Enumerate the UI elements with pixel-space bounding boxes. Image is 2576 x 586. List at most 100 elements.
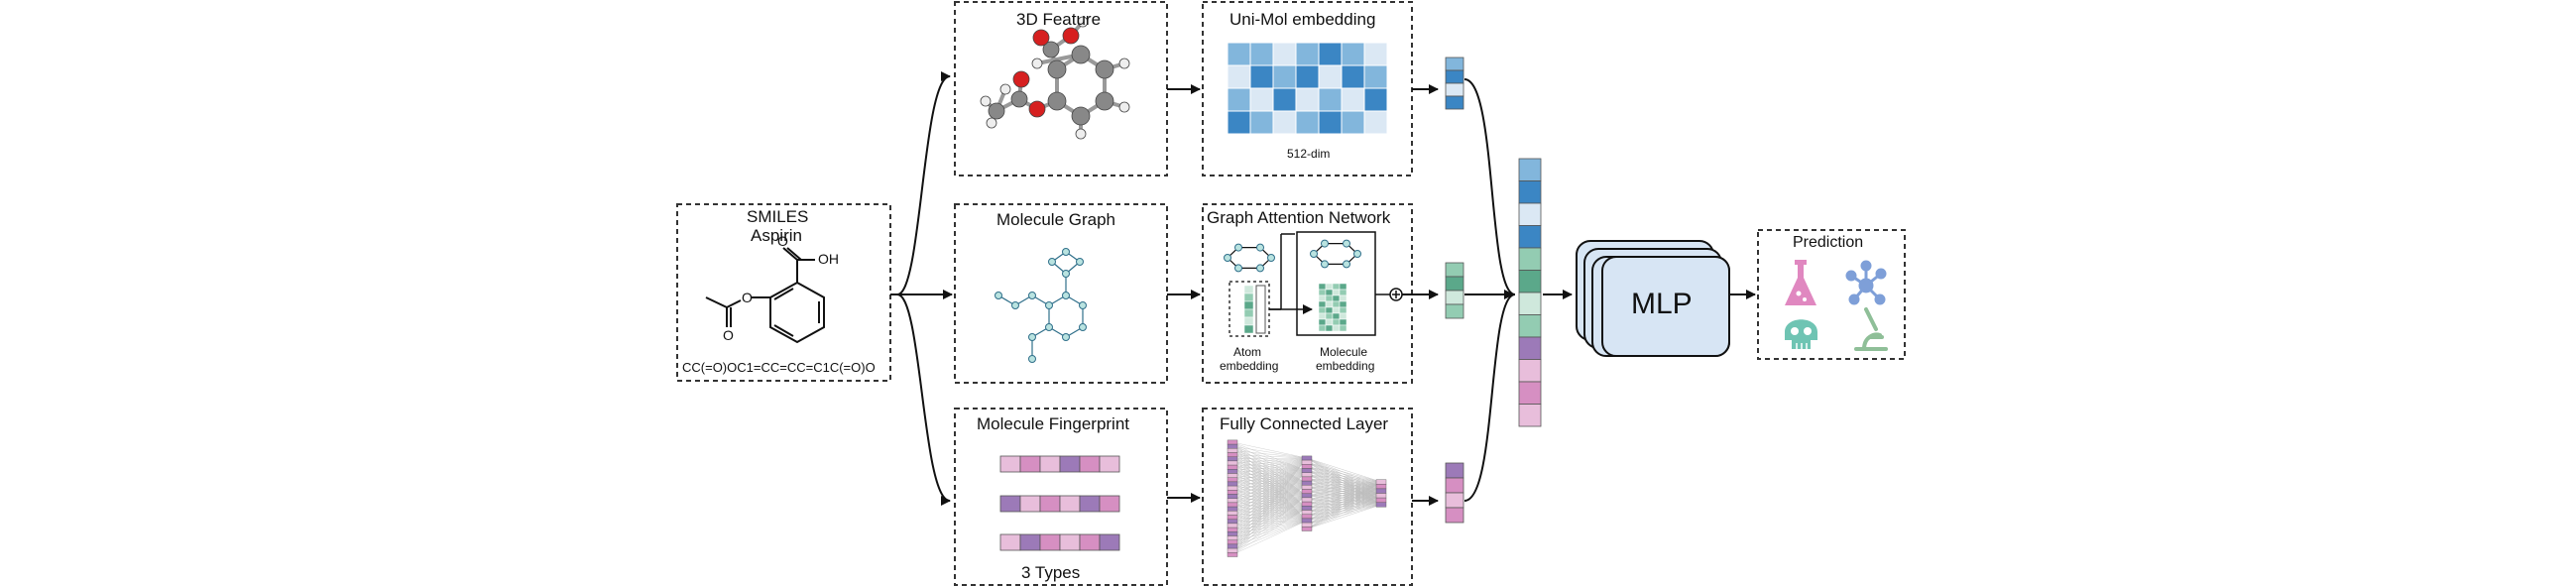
- fc-connection: [1231, 470, 1308, 551]
- fc-output-neuron: [1375, 479, 1387, 485]
- atom: [1032, 29, 1050, 47]
- fc-connection: [1231, 483, 1308, 551]
- fc-connection: [1231, 457, 1308, 534]
- fc-input-neuron: [1227, 506, 1238, 512]
- fc-hidden-neuron: [1301, 510, 1313, 515]
- atom: [1047, 59, 1067, 79]
- fc-connection: [1231, 457, 1308, 510]
- molecule-embedding-cell: [1318, 283, 1327, 291]
- molecule-embedding-cell: [1325, 324, 1334, 332]
- embedding-cell: [1363, 64, 1388, 89]
- fc-connection: [1231, 520, 1308, 555]
- aspirin-label: Aspirin: [751, 226, 802, 245]
- fingerprint-bit: [1059, 495, 1081, 513]
- fc-connection: [1231, 446, 1308, 459]
- concat-vector-cell: [1518, 202, 1542, 226]
- atom-embedding-cell: [1243, 308, 1254, 318]
- fc-hidden-neuron: [1301, 464, 1313, 469]
- fc-input-neuron: [1227, 515, 1238, 520]
- fc-input-neuron: [1227, 511, 1238, 516]
- fingerprint-bit: [1039, 455, 1061, 473]
- fingerprint-caption: 3 Types: [1021, 563, 1081, 582]
- fc-input-neuron: [1227, 519, 1238, 525]
- molecule-embedding-cell: [1332, 283, 1341, 291]
- fc-connection: [1306, 504, 1382, 529]
- unimol-output-vector: [1445, 57, 1464, 110]
- molecule-embedding-cell: [1325, 312, 1334, 320]
- fc-connection: [1306, 481, 1382, 513]
- vector-cell: [1445, 276, 1464, 292]
- ring-node: [1321, 260, 1329, 269]
- graph-node: [1076, 258, 1084, 266]
- fingerprint-bit: [999, 533, 1021, 551]
- molecule-embedding-cell: [1339, 306, 1347, 314]
- graph-node: [1028, 292, 1036, 299]
- molecule-embedding-cell: [1325, 283, 1334, 291]
- fc-connection: [1306, 470, 1382, 483]
- fc-connection: [1231, 457, 1308, 514]
- embedding-cell: [1341, 110, 1365, 135]
- embedding-cell: [1249, 64, 1274, 89]
- fc-connection: [1231, 457, 1308, 506]
- vector-cell: [1445, 57, 1464, 71]
- concat-vector-cell: [1518, 292, 1542, 315]
- molecule-embedding-cell: [1332, 289, 1341, 296]
- fc-output-neuron: [1375, 502, 1387, 508]
- concat-vector-cell: [1518, 270, 1542, 293]
- molecule-embedding-caption-2: embedding: [1316, 359, 1375, 373]
- molecule-embedding-cell: [1318, 289, 1327, 296]
- graph-node: [995, 292, 1002, 299]
- embedding-cell: [1227, 110, 1251, 135]
- fc-connection: [1306, 481, 1382, 517]
- graph-node: [1048, 258, 1056, 266]
- fingerprint-bit: [1039, 533, 1061, 551]
- fc-connection: [1231, 457, 1308, 555]
- molecule-embedding-cell: [1332, 294, 1341, 302]
- fc-connection: [1306, 481, 1382, 509]
- fc-connection: [1231, 457, 1308, 476]
- embedding-cell: [1227, 64, 1251, 89]
- fc-connection: [1231, 508, 1308, 551]
- fc-input-neuron: [1227, 456, 1238, 462]
- molecule-graph-icon: [1310, 239, 1361, 269]
- fc-hidden-neuron: [1301, 489, 1313, 494]
- fc-connection: [1306, 478, 1382, 483]
- molecule-embedding-cell: [1318, 318, 1327, 326]
- graph-node: [1062, 248, 1070, 256]
- atom: [1012, 70, 1030, 88]
- feature-3d-title: 3D Feature: [1016, 10, 1102, 29]
- molecule-embedding-cell: [1332, 318, 1341, 326]
- fc-hidden-neuron: [1301, 493, 1313, 499]
- atom: [1062, 27, 1080, 45]
- fc-input-neuron: [1227, 502, 1238, 508]
- smiles-string: CC(=O)OC1=CC=CC=C1C(=O)O: [682, 360, 876, 375]
- fc-hidden-neuron: [1301, 472, 1313, 478]
- fc-connection: [1231, 483, 1308, 555]
- fc-connection: [1306, 491, 1382, 529]
- ring-node: [1353, 250, 1361, 258]
- vector-cell: [1445, 82, 1464, 97]
- fc-input-neuron: [1227, 523, 1238, 528]
- fingerprint-title: Molecule Fingerprint: [977, 414, 1130, 433]
- fc-connection: [1231, 457, 1308, 542]
- molecule-embedding-cell: [1332, 300, 1341, 308]
- embedding-cell: [1295, 87, 1320, 112]
- fc-connection: [1306, 462, 1382, 483]
- fc-connection: [1231, 457, 1308, 468]
- molecule-embedding-cell: [1339, 300, 1347, 308]
- concat-vector-cell: [1518, 359, 1542, 383]
- fc-hidden-neuron: [1301, 459, 1313, 465]
- fc-connection: [1231, 457, 1308, 485]
- smiles-to-branches-arrows: [890, 71, 953, 506]
- fc-connection: [1231, 457, 1308, 464]
- embedding-cell: [1227, 42, 1251, 66]
- fc-input-neuron: [1227, 452, 1238, 457]
- fc-connection: [1306, 481, 1382, 529]
- concat-vector-cell: [1518, 225, 1542, 249]
- molecule-embedding-cell: [1318, 300, 1327, 308]
- graph-node: [1062, 270, 1070, 278]
- molecule-embedding-cell: [1339, 294, 1347, 302]
- prediction-title: Prediction: [1793, 234, 1864, 251]
- atom: [1071, 106, 1091, 126]
- mlp-label: MLP: [1631, 288, 1693, 320]
